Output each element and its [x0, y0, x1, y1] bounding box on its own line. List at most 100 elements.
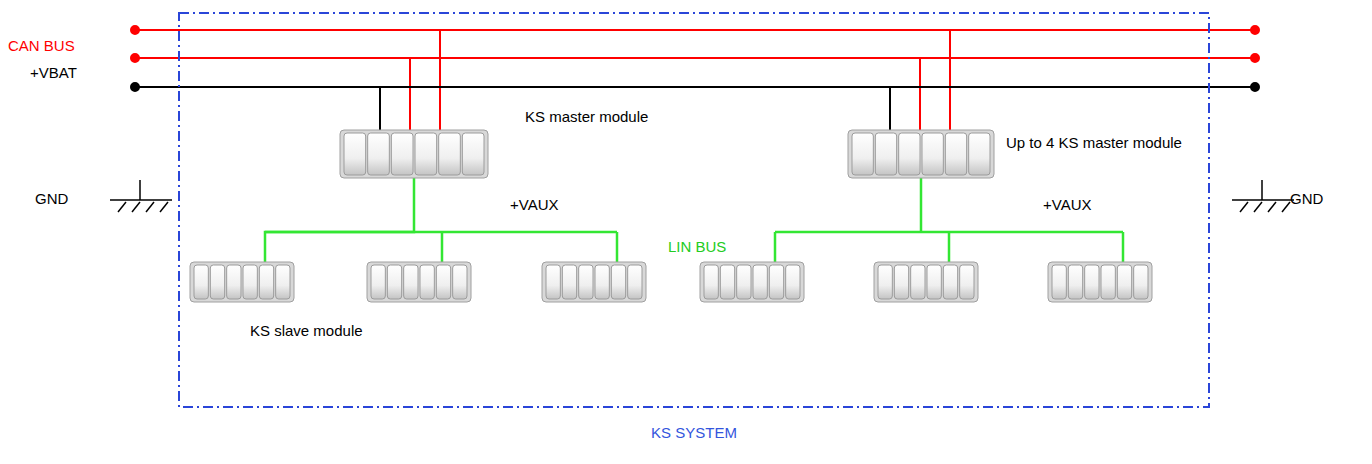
module-cell — [753, 265, 767, 299]
module-cell — [1085, 265, 1099, 299]
module-cell — [611, 265, 625, 299]
module-housing — [190, 262, 294, 302]
slave-module — [874, 262, 978, 302]
can-drop — [409, 58, 411, 130]
module-housing — [848, 130, 994, 178]
can-wire — [135, 57, 1255, 59]
module-cell — [786, 265, 800, 299]
module-cell — [945, 133, 966, 175]
master-module: KS master module — [340, 130, 488, 178]
can-drop — [949, 30, 951, 130]
module-cell — [579, 265, 593, 299]
master-module: Up to 4 KS master module — [848, 130, 994, 178]
module-cell — [1134, 265, 1148, 299]
wire-end — [1251, 83, 1259, 91]
can-drop — [439, 30, 441, 130]
bus-name: CAN BUS — [8, 37, 75, 54]
module-cell — [704, 265, 718, 299]
module-housing — [542, 262, 646, 302]
module-cell — [210, 265, 224, 299]
lin-connector — [265, 178, 414, 262]
module-cell — [769, 265, 783, 299]
module-cell — [922, 133, 943, 175]
system-title: KS SYSTEM — [178, 424, 1210, 441]
module-cell — [595, 265, 609, 299]
module-cell — [562, 265, 576, 299]
module-housing — [1048, 262, 1152, 302]
dash-dot-border — [179, 13, 1209, 407]
ground-symbol — [1232, 180, 1294, 212]
slave-module — [700, 262, 804, 302]
module-cell — [243, 265, 257, 299]
lin-drop — [441, 232, 444, 262]
module-cell — [852, 133, 873, 175]
can-wire — [135, 29, 1255, 31]
lin-drop — [616, 232, 619, 262]
lin-drop — [920, 178, 923, 232]
module-cell — [368, 133, 390, 175]
wire-end — [1251, 26, 1259, 34]
module-cell — [276, 265, 290, 299]
module-housing — [340, 130, 488, 178]
module-housing — [874, 262, 978, 302]
module-cell — [194, 265, 208, 299]
module-drawing — [340, 130, 488, 178]
ground-name: GND — [1290, 190, 1323, 207]
supply-name: +VAUX — [510, 196, 559, 213]
module-cell — [960, 265, 974, 299]
module-cell — [546, 265, 560, 299]
lin-drop — [1122, 232, 1125, 262]
module-cell — [453, 265, 467, 299]
can-drop — [919, 58, 921, 130]
module-cell — [420, 265, 434, 299]
slave-module: KS slave module — [190, 262, 294, 302]
wire-end — [131, 54, 139, 62]
module-cell — [720, 265, 734, 299]
module-label: KS master module — [525, 108, 648, 125]
module-cell — [259, 265, 273, 299]
module-cell — [899, 133, 920, 175]
bus-name: LIN BUS — [668, 238, 726, 255]
module-drawing — [848, 130, 994, 178]
module-cell — [628, 265, 642, 299]
supply-name: +VAUX — [1043, 196, 1092, 213]
module-drawing — [190, 262, 294, 302]
vbat-wire — [135, 86, 1255, 88]
module-cell — [969, 133, 990, 175]
wire-end — [131, 83, 139, 91]
module-cell — [927, 265, 941, 299]
module-label: Up to 4 KS master module — [1006, 134, 1182, 151]
module-cell — [404, 265, 418, 299]
wire-end — [1251, 54, 1259, 62]
module-cell — [415, 133, 437, 175]
module-housing — [367, 262, 471, 302]
module-cell — [1101, 265, 1115, 299]
slave-module — [542, 262, 646, 302]
module-cell — [227, 265, 241, 299]
module-cell — [1068, 265, 1082, 299]
module-cell — [1117, 265, 1131, 299]
ground-name: GND — [35, 190, 68, 207]
module-cell — [894, 265, 908, 299]
module-cell — [344, 133, 366, 175]
module-housing — [700, 262, 804, 302]
supply-name: +VBAT — [30, 64, 77, 81]
module-cell — [943, 265, 957, 299]
slave-module — [1048, 262, 1152, 302]
module-cell — [462, 133, 484, 175]
module-cell — [1052, 265, 1066, 299]
lin-drop — [774, 232, 777, 262]
module-cell — [391, 133, 413, 175]
module-cell — [436, 265, 450, 299]
vbat-drop — [889, 87, 891, 130]
lin-drop — [948, 232, 951, 262]
vbat-drop — [379, 87, 381, 130]
ground-symbol — [110, 180, 172, 212]
module-cell — [371, 265, 385, 299]
module-cell — [439, 133, 461, 175]
module-cell — [875, 133, 896, 175]
module-cell — [737, 265, 751, 299]
wire-end — [131, 26, 139, 34]
